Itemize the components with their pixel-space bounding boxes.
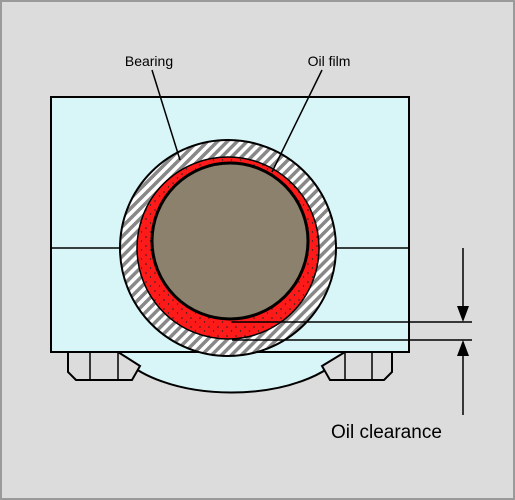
oil-film-label: Oil film <box>308 53 351 69</box>
lower-shell <box>116 351 347 394</box>
bearing-label: Bearing <box>125 53 173 69</box>
oil-film-leader <box>271 69 323 173</box>
shaft <box>150 161 310 321</box>
oil-clearance-label: Oil clearance <box>331 422 442 443</box>
clearance-arrow-bottom <box>457 340 469 415</box>
clearance-arrow-top <box>457 248 469 322</box>
bearing-leader <box>151 69 181 161</box>
